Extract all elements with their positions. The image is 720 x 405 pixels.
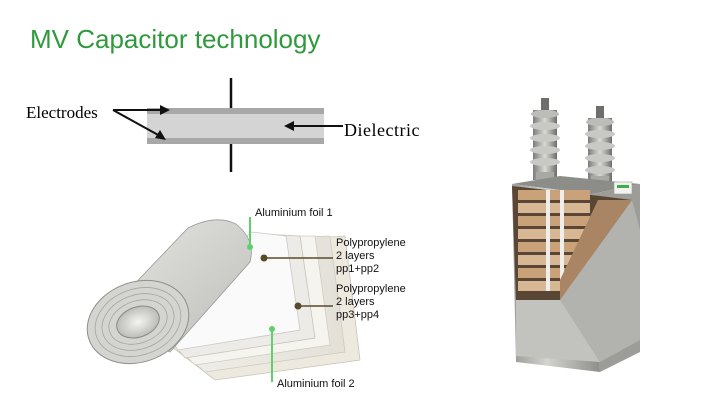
page-title: MV Capacitor technology <box>30 24 321 54</box>
pp34-line-3: pp3+pp4 <box>336 309 380 321</box>
capacitor-unit <box>512 98 640 372</box>
internal-elements <box>518 190 590 291</box>
leader-lines <box>247 217 333 382</box>
pp34-line-2: 2 layers <box>336 296 375 308</box>
polypropylene-12-label: Polypropylene 2 layers pp1+pp2 <box>336 237 406 276</box>
polypropylene-34-label: Polypropylene 2 layers pp3+pp4 <box>336 283 406 322</box>
pp34-line-1: Polypropylene <box>336 283 406 295</box>
electrode-arrow-bottom <box>155 130 166 140</box>
aluminium-foil-1-label: Aluminium foil 1 <box>255 207 333 219</box>
pp12-line-3: pp1+pp2 <box>336 263 380 275</box>
dielectric-label: Dielectric <box>344 120 420 140</box>
bushing-right <box>585 106 615 186</box>
top-electrode <box>147 108 324 114</box>
aluminium-foil-2-label: Aluminium foil 2 <box>277 378 355 390</box>
pp12-line-1: Polypropylene <box>336 237 406 249</box>
bushing-left <box>530 98 560 184</box>
electrode-schematic <box>112 78 343 172</box>
electrodes-label: Electrodes <box>26 103 98 122</box>
pp12-line-2: 2 layers <box>336 250 375 262</box>
bottom-electrode <box>147 138 324 144</box>
film-roll <box>86 219 361 381</box>
